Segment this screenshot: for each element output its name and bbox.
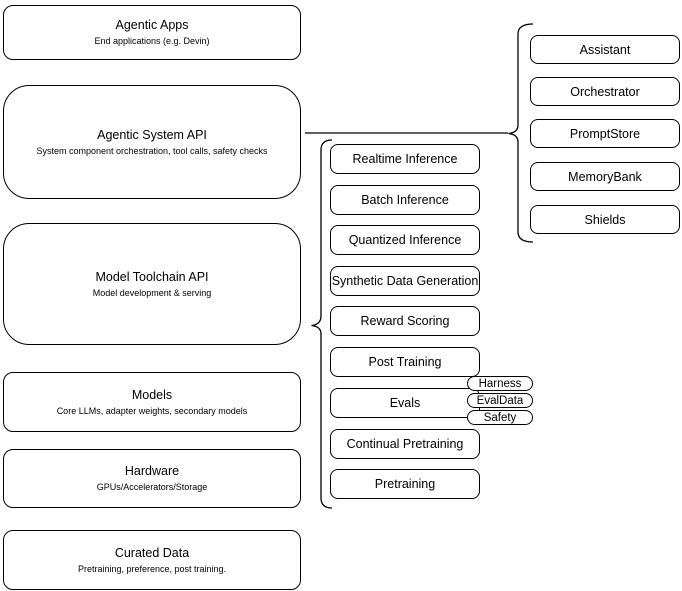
node-title: Model Toolchain API [95, 269, 209, 284]
node-title: Models [131, 387, 173, 402]
node-agentic-apps: Agentic Apps End applications (e.g. Devi… [3, 5, 301, 60]
node-evals: Evals [330, 388, 480, 418]
node-continual-pretraining: Continual Pretraining [330, 429, 480, 459]
node-pretraining: Pretraining [330, 469, 480, 499]
node-realtime-inference: Realtime Inference [330, 144, 480, 174]
node-post-training: Post Training [330, 347, 480, 377]
node-orchestrator: Orchestrator [530, 77, 680, 106]
node-title: Hardware [124, 464, 180, 478]
node-quantized-inference: Quantized Inference [330, 225, 480, 255]
node-subtitle: Pretraining, preference, post training. [77, 563, 227, 574]
node-promptstore: PromptStore [530, 119, 680, 148]
node-agentic-system-api: Agentic System API System component orch… [3, 85, 301, 199]
node-assistant: Assistant [530, 35, 680, 64]
node-reward-scoring: Reward Scoring [330, 306, 480, 336]
node-synthetic-data-generation: Synthetic Data Generation [330, 266, 480, 296]
node-batch-inference: Batch Inference [330, 185, 480, 215]
node-title: Agentic System API [97, 127, 207, 142]
node-subtitle: GPUs/Accelerators/Storage [96, 482, 208, 492]
node-memorybank: MemoryBank [530, 162, 680, 191]
node-hardware: Hardware GPUs/Accelerators/Storage [3, 449, 301, 508]
node-title: Agentic Apps [115, 18, 189, 32]
node-curated-data: Curated Data Pretraining, preference, po… [3, 530, 301, 590]
tag-harness: Harness [467, 376, 533, 391]
node-subtitle: End applications (e.g. Devin) [94, 36, 210, 46]
node-subtitle: System component orchestration, tool cal… [36, 145, 268, 156]
node-models: Models Core LLMs, adapter weights, secon… [3, 372, 301, 432]
tag-safety: Safety [467, 410, 533, 425]
node-shields: Shields [530, 205, 680, 234]
node-subtitle: Model development & serving [92, 287, 212, 298]
tag-evaldata: EvalData [467, 393, 533, 408]
node-model-toolchain-api: Model Toolchain API Model development & … [3, 223, 301, 345]
node-subtitle: Core LLMs, adapter weights, secondary mo… [56, 405, 248, 416]
node-title: Curated Data [114, 545, 190, 560]
brace-toolchain-bracket [311, 139, 333, 509]
